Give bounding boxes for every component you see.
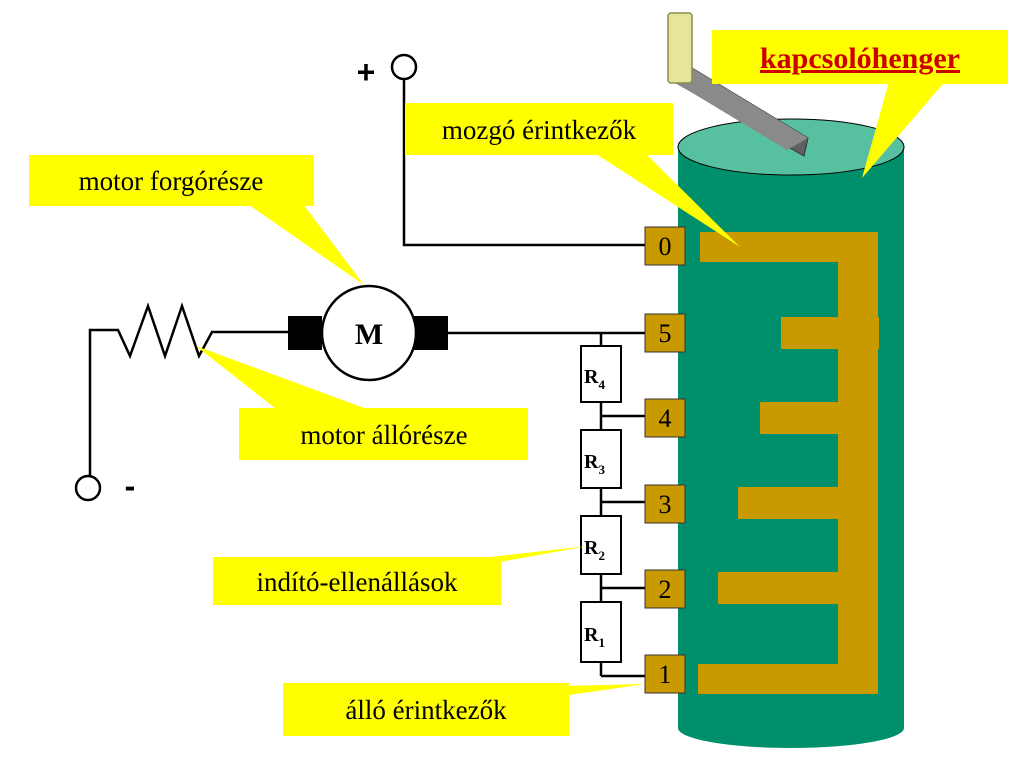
- stator-winding-wire: [88, 302, 288, 487]
- callout-moving-contacts-box: [405, 103, 673, 155]
- handle-bar-top: [671, 68, 808, 150]
- svg-text:R3: R3: [584, 451, 605, 477]
- terminal-0: [644, 226, 686, 266]
- resistor-r1-sub: 1: [598, 635, 605, 650]
- drum-contact-strips: [698, 232, 879, 694]
- callout-stator-text: motor állórésze: [300, 420, 467, 450]
- wire-plus-to-0: [402, 80, 645, 247]
- terminal-2-label: 2: [659, 575, 672, 604]
- fixed-contacts: 0 5 4 3 2 1: [644, 226, 686, 694]
- contact-strip-5: [781, 317, 879, 349]
- resistor-r3: R3: [580, 429, 622, 489]
- contact-strip-4: [760, 402, 878, 434]
- callout-stator: motor állórésze: [196, 346, 528, 460]
- motor-label: M: [355, 318, 383, 351]
- terminal-3: [644, 484, 686, 524]
- terminal-5-label: 5: [659, 319, 672, 348]
- plus-terminal: [390, 53, 418, 81]
- callout-moving-contacts: mozgó érintkezők: [405, 103, 740, 247]
- resistor-r1: R1: [580, 601, 622, 663]
- resistor-r2-body: [580, 515, 622, 575]
- callout-moving-contacts-pointer: [590, 150, 740, 247]
- callouts: kapcsolóhenger mozgó érintkezők motor fo…: [29, 30, 1008, 736]
- callout-starting-resistors: indító-ellenállások: [213, 546, 588, 605]
- callout-stator-box: [239, 408, 528, 460]
- terminal-1: [644, 654, 686, 694]
- motor-brush-left: [288, 316, 322, 350]
- svg-text:R2: R2: [584, 537, 605, 563]
- starting-resistors: R4 R3 R2 R1: [580, 345, 622, 663]
- terminal-2: [644, 569, 686, 609]
- plus-sign: +: [357, 54, 376, 90]
- drum-title: kapcsolóhenger: [760, 42, 960, 75]
- contact-spine: [838, 232, 878, 694]
- callout-rotor-pointer: [242, 200, 364, 285]
- callout-drum-title: kapcsolóhenger: [712, 30, 1008, 178]
- terminal-0-label: 0: [659, 232, 672, 261]
- motor: M: [288, 284, 448, 382]
- callout-drum-title-box: [712, 30, 1008, 84]
- callout-stator-pointer: [196, 346, 375, 412]
- contact-strip-3: [738, 487, 878, 519]
- motor-circle: [320, 284, 418, 382]
- callout-rotor-box: [29, 155, 314, 206]
- contact-strip-2: [718, 572, 878, 604]
- svg-text:R1: R1: [584, 624, 605, 650]
- motor-brush-right: [414, 316, 448, 350]
- callout-fixed-contacts: álló érintkezők: [283, 683, 646, 736]
- resistor-r3-sub: 3: [598, 462, 605, 477]
- resistor-r2-sub: 2: [598, 548, 605, 563]
- resistor-r4: R4: [580, 345, 622, 403]
- callout-starting-resistors-box: [213, 557, 501, 605]
- resistor-r2: R2: [580, 515, 622, 575]
- resistor-r1-base: R: [584, 624, 599, 646]
- resistor-r4-base: R: [584, 366, 599, 388]
- terminal-4: [644, 398, 686, 438]
- minus-sign: -: [125, 468, 136, 504]
- terminal-3-label: 3: [659, 490, 672, 519]
- terminal-1-label: 1: [659, 660, 672, 689]
- terminal-5: [644, 313, 686, 353]
- callout-moving-contacts-text: mozgó érintkezők: [442, 115, 637, 145]
- minus-terminal: [74, 474, 102, 502]
- resistor-r4-sub: 4: [598, 377, 605, 392]
- supply-terminals: + -: [74, 53, 418, 504]
- resistor-r3-base: R: [584, 451, 599, 473]
- resistor-r1-body: [580, 601, 622, 663]
- callout-starting-resistors-text: indító-ellenállások: [257, 567, 458, 597]
- drum-handle: [667, 12, 809, 157]
- wiring: [88, 80, 645, 678]
- resistor-r2-base: R: [584, 537, 599, 559]
- callout-rotor: motor forgórésze: [29, 155, 364, 285]
- contact-strip-1: [698, 664, 878, 694]
- callout-fixed-contacts-text: álló érintkezők: [345, 695, 507, 725]
- handle-grip: [667, 12, 693, 84]
- resistor-r3-body: [580, 429, 622, 489]
- terminal-4-label: 4: [659, 404, 672, 433]
- callout-rotor-text: motor forgórésze: [79, 166, 264, 196]
- callout-drum-title-pointer: [862, 78, 948, 178]
- resistor-r4-body: [580, 345, 622, 403]
- svg-text:R4: R4: [584, 366, 605, 392]
- callout-fixed-contacts-box: [283, 683, 569, 736]
